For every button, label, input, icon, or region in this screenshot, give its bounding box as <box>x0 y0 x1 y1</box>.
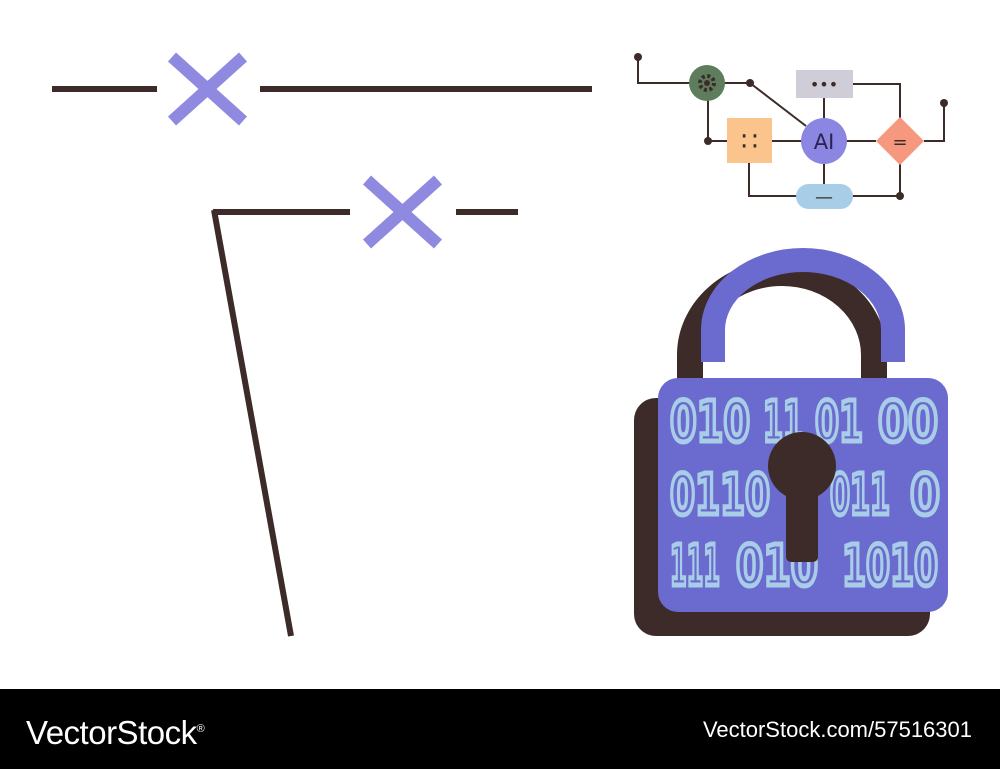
binary-1-2: 0 <box>910 463 940 528</box>
brand-logo: VectorStock® <box>26 714 205 751</box>
gear-icon <box>689 65 725 101</box>
slanted-wire <box>211 209 294 637</box>
keyhole-icon <box>768 432 836 562</box>
illustration: ••• ∷ AI = — 010 11 01 00 0110 011 0 <box>52 52 948 637</box>
grey-box <box>796 70 853 98</box>
ai-circle <box>801 118 847 164</box>
cross-icon-top <box>167 52 248 126</box>
binary-1-0: 0110 <box>670 463 770 528</box>
padlock-icon: 010 11 01 00 0110 011 0 111 010 1010 <box>634 248 948 636</box>
ai-label: AI <box>814 130 835 154</box>
binary-2-0: 111 <box>670 534 720 599</box>
binary-0-0: 010 <box>670 390 750 455</box>
binary-0-3: 00 <box>878 390 938 455</box>
pill-symbol: — <box>815 187 833 208</box>
binary-2-2: 1010 <box>842 534 938 599</box>
wire-lines <box>52 86 592 637</box>
padlock-shackle <box>701 248 905 362</box>
grey-box-symbol: ••• <box>810 75 838 94</box>
flow-diagram: ••• ∷ AI = — <box>634 53 948 209</box>
binary-1-1: 011 <box>830 463 890 528</box>
orange-box <box>727 118 772 163</box>
cross-icon-middle <box>362 175 443 249</box>
diamond-symbol: = <box>892 132 907 153</box>
orange-box-symbol: ∷ <box>741 127 758 157</box>
diamond-shape <box>876 117 924 165</box>
image-reference: VectorStock.com/57516301 <box>702 717 972 742</box>
watermark-footer: VectorStock® VectorStock.com/57516301 <box>0 689 1000 769</box>
pill-shape <box>796 184 853 209</box>
